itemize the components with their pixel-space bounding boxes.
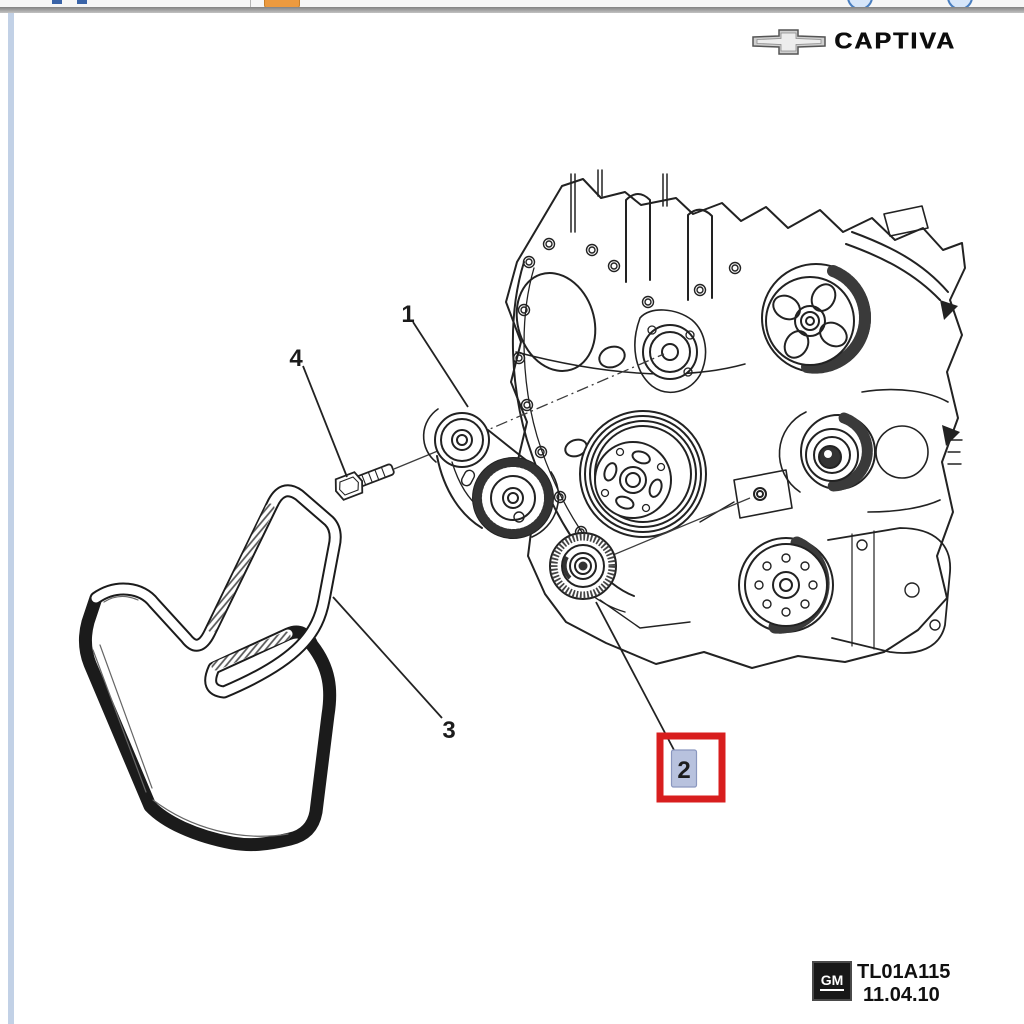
mounting-bolt-part — [334, 463, 395, 501]
tensioner-part — [422, 408, 560, 539]
engine-illustration — [505, 169, 966, 669]
bookmark-icon[interactable] — [52, 0, 62, 4]
toolbar-divider — [250, 0, 251, 7]
callout-1-label[interactable]: 1 — [401, 301, 414, 328]
leader-2 — [595, 601, 675, 751]
brand-wordmark: CAPTIVA — [834, 28, 956, 54]
callout-3-label[interactable]: 3 — [442, 717, 455, 744]
nav-circle-icon[interactable] — [947, 0, 973, 7]
figure-id: TL01A115 — [857, 961, 951, 983]
download-icon[interactable] — [264, 0, 300, 7]
toolbar-bottom-bar — [0, 7, 1024, 13]
callout-leader-lines — [302, 321, 675, 751]
brand-header: CAPTIVA — [752, 27, 956, 56]
callout-2-label[interactable]: 2 — [677, 757, 690, 784]
callout-2-badge[interactable] — [670, 749, 698, 788]
figure-date: 11.04.10 — [863, 984, 940, 1006]
leader-4 — [302, 365, 348, 478]
gm-logo: GM — [812, 961, 852, 1001]
chevrolet-bowtie-icon — [752, 28, 826, 55]
serpentine-belt-part — [78, 484, 342, 852]
callout-2-group[interactable]: 2 — [656, 732, 726, 803]
selection-highlight-box — [656, 732, 726, 803]
bookmark-icon[interactable] — [77, 0, 87, 4]
browser-toolbar — [0, 0, 1024, 7]
idler-pulley-part — [549, 532, 617, 600]
gm-logo-text: GM — [819, 972, 845, 991]
leader-1 — [412, 321, 469, 408]
figure-footer: GM TL01A115 11.04.10 — [812, 961, 950, 1007]
leader-3 — [332, 596, 443, 719]
nav-circle-icon[interactable] — [847, 0, 873, 7]
callout-4-label[interactable]: 4 — [289, 345, 303, 372]
figure-meta: TL01A115 11.04.10 — [857, 961, 950, 1007]
window-edge-strip — [8, 13, 14, 1024]
